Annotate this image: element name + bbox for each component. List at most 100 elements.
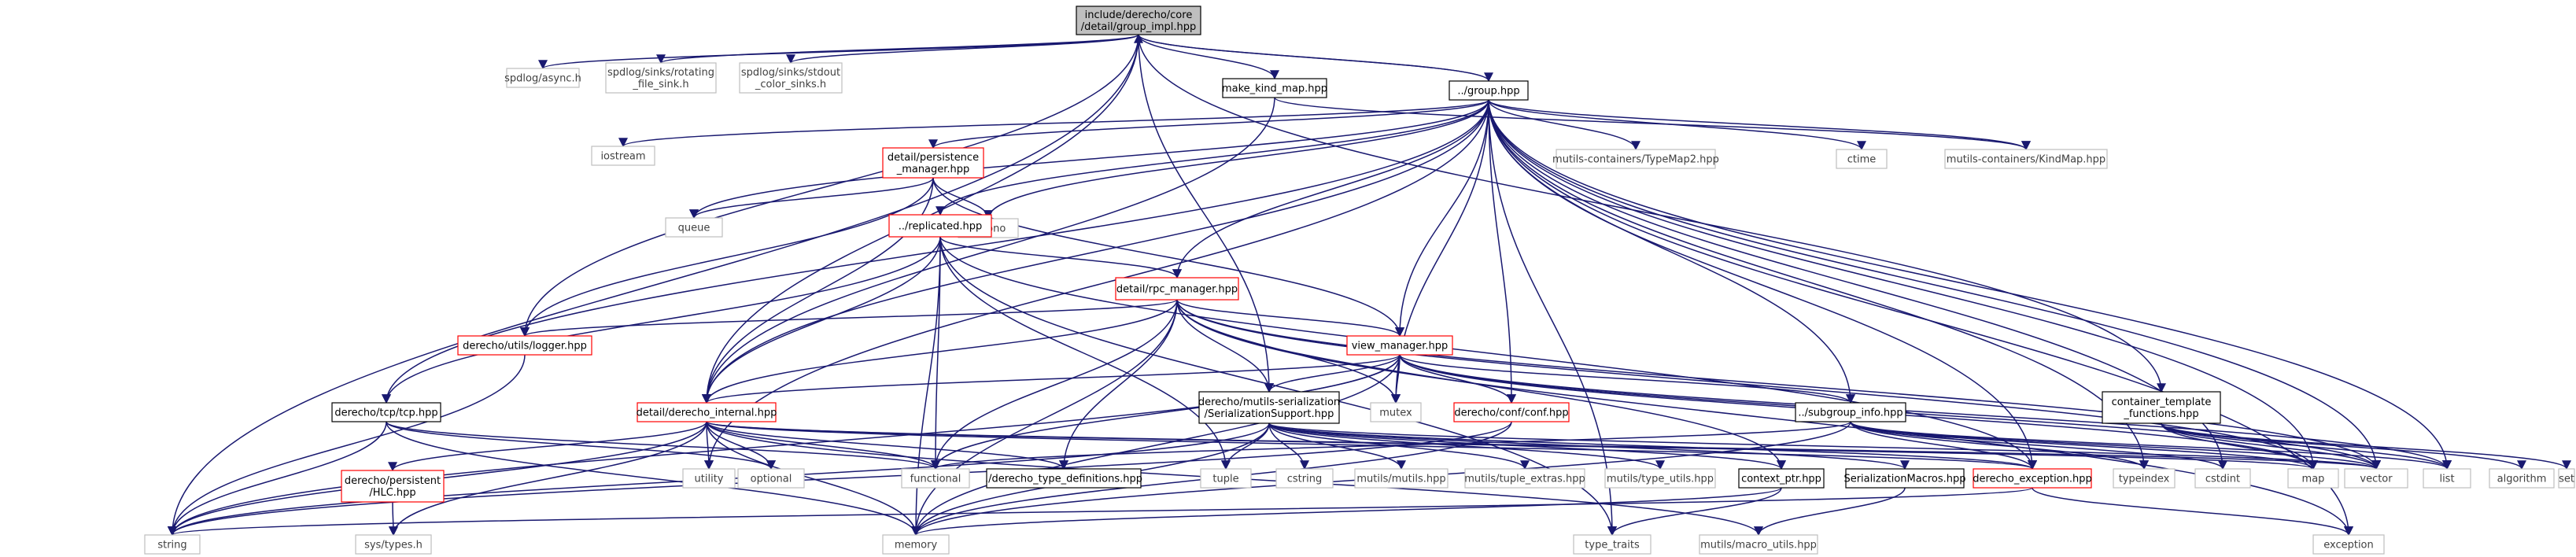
edge-group-to-internal [702, 99, 1489, 404]
node-root[interactable]: include/derecho/core/detail/group_impl.h… [1076, 6, 1201, 35]
edge-rpc_mgr-to-logger [520, 299, 1178, 338]
edge-view_mgr-to-list [1399, 354, 2452, 470]
node-box-replicated [888, 214, 992, 238]
node-label-exception_hpp-line-0: derecho_exception.hpp [1973, 474, 2092, 485]
node-optional: optional [737, 468, 805, 489]
node-label-map-line-0: map [2302, 474, 2325, 485]
node-label-macro_utils-line-0: mutils/macro_utils.hpp [1700, 540, 1817, 551]
node-label-context_ptr-line-0: context_ptr.hpp [1741, 474, 1821, 485]
node-box-macro_utils [1699, 534, 1818, 555]
node-vector: vector [2344, 468, 2408, 489]
node-persist_mgr[interactable]: detail/persistence_manager.hpp [882, 147, 984, 179]
node-box-conf [1453, 402, 1570, 422]
node-typemap2: mutils-containers/TypeMap2.hpp [1552, 149, 1719, 169]
node-label-tuple-line-0: tuple [1212, 474, 1238, 485]
node-internal[interactable]: detail/derecho_internal.hpp [637, 402, 777, 422]
node-box-context_ptr [1738, 468, 1825, 489]
node-box-persist_mgr [882, 147, 984, 179]
node-label-set-line-0: set [2559, 474, 2574, 485]
node-label-spdlog_rot-line-0: spdlog/sinks/rotating [607, 67, 714, 79]
node-box-iostream [591, 146, 655, 166]
node-box-optional [737, 468, 805, 489]
node-box-rpc_mgr [1115, 277, 1239, 301]
edge-ser_support-to-tuple_extras [1268, 422, 1530, 470]
node-label-list-line-0: list [2439, 474, 2454, 485]
node-label-spdlog_async-line-0: spdlog/async.h [504, 73, 581, 85]
node-ser_support[interactable]: derecho/mutils-serialization/Serializati… [1198, 391, 1340, 424]
node-functional: functional [901, 468, 970, 489]
edge-group-to-chrono [984, 99, 1489, 220]
node-box-logger [457, 335, 592, 356]
node-label-type_defs-line-0: ./derecho_type_definitions.hpp [985, 474, 1142, 485]
node-tcp[interactable]: derecho/tcp/tcp.hpp [331, 402, 441, 422]
node-type_utils: mutils/type_utils.hpp [1604, 468, 1716, 489]
node-mutex: mutex [1370, 402, 1422, 422]
edge-root-to-ser_support [1138, 34, 1274, 393]
node-mutils_hpp: mutils/mutils.hpp [1354, 468, 1449, 489]
edge-ser_support-to-exception_hpp [1268, 422, 2037, 470]
node-tuple: tuple [1200, 468, 1252, 489]
node-exception_hpp[interactable]: derecho_exception.hpp [1973, 468, 2092, 489]
edge-conf-to-string [168, 421, 1512, 537]
node-box-tuple [1200, 468, 1252, 489]
node-label-spdlog_rot-line-1: _file_sink.h [632, 79, 688, 90]
edge-internal-to-functional [706, 421, 940, 470]
edge-rpc_mgr-to-functional [931, 299, 1178, 470]
node-box-functional [901, 468, 970, 489]
edge-rpc_mgr-to-memory [911, 299, 1178, 537]
edge-internal-to-memory [706, 421, 921, 537]
node-macro_utils: mutils/macro_utils.hpp [1699, 534, 1818, 555]
node-logger[interactable]: derecho/utils/logger.hpp [457, 335, 592, 356]
node-box-cstdint [2194, 468, 2251, 489]
node-hlc[interactable]: derecho/persistent/HLC.hpp [341, 470, 445, 503]
node-label-replicated-line-0: ../replicated.hpp [899, 221, 983, 233]
node-layer: include/derecho/core/detail/group_impl.h… [144, 6, 2575, 555]
node-rpc_mgr[interactable]: detail/rpc_manager.hpp [1115, 277, 1239, 301]
edge-container_tf-to-list [2161, 422, 2452, 470]
edge-group-to-vector [1488, 99, 2381, 470]
node-ser_macros[interactable]: SerializationMacros.hpp [1843, 468, 1966, 489]
edge-exception_hpp-to-exception [2032, 487, 2353, 537]
node-spdlog_async: spdlog/async.h [504, 68, 581, 88]
edge-rpc_mgr-to-view_mgr [1176, 299, 1404, 338]
node-label-type_utils-line-0: mutils/type_utils.hpp [1607, 474, 1714, 485]
edge-replicated-to-tcp [382, 236, 941, 404]
edge-group-to-typemap2 [1488, 99, 1640, 151]
node-label-mutex-line-0: mutex [1379, 408, 1412, 419]
node-subgroup_info[interactable]: ../subgroup_info.hpp [1795, 402, 1906, 422]
node-group[interactable]: ../group.hpp [1449, 80, 1529, 101]
node-box-utility [682, 468, 736, 489]
edge-view_mgr-to-ser_support [1264, 354, 1401, 393]
edge-replicated-to-tuple [939, 236, 1231, 470]
node-container_tf[interactable]: container_template_functions.hpp [2102, 391, 2221, 424]
node-label-hlc-line-1: /HLC.hpp [369, 487, 415, 499]
edge-make_kind-to-kindmap [1274, 97, 2031, 151]
edge-rpc_mgr-to-ser_support [1176, 299, 1274, 393]
node-box-exception [2312, 534, 2385, 555]
node-label-typeindex-line-0: typeindex [2119, 474, 2170, 485]
node-queue: queue [665, 217, 723, 238]
node-conf[interactable]: derecho/conf/conf.hpp [1453, 402, 1570, 422]
edge-exception_hpp-to-string [168, 487, 2033, 537]
node-box-map [2287, 468, 2339, 489]
node-label-cstring-line-0: cstring [1287, 474, 1322, 485]
edge-ser_support-to-mutils_hpp [1268, 422, 1406, 470]
edge-ser_support-to-type_utils [1268, 422, 1665, 470]
node-view_mgr[interactable]: view_manager.hpp [1346, 335, 1453, 356]
node-box-type_traits [1573, 534, 1652, 555]
edge-persist_mgr-to-view_mgr [932, 177, 1404, 338]
edge-group-to-subgroup_info [1488, 99, 1855, 404]
node-type_defs[interactable]: ./derecho_type_definitions.hpp [985, 468, 1142, 489]
edge-subgroup_info-to-list [1850, 421, 2452, 470]
node-label-conf-line-0: derecho/conf/conf.hpp [1454, 408, 1568, 419]
node-box-type_defs [986, 468, 1142, 489]
node-box-mutex [1370, 402, 1422, 422]
node-replicated[interactable]: ../replicated.hpp [888, 214, 992, 238]
node-cstring: cstring [1275, 468, 1334, 489]
node-box-tcp [331, 402, 441, 422]
node-context_ptr[interactable]: context_ptr.hpp [1738, 468, 1825, 489]
edge-subgroup_info-to-typeindex [1850, 421, 2149, 470]
edge-root-to-string [168, 34, 1139, 537]
node-make_kind[interactable]: make_kind_map.hpp [1222, 78, 1327, 98]
